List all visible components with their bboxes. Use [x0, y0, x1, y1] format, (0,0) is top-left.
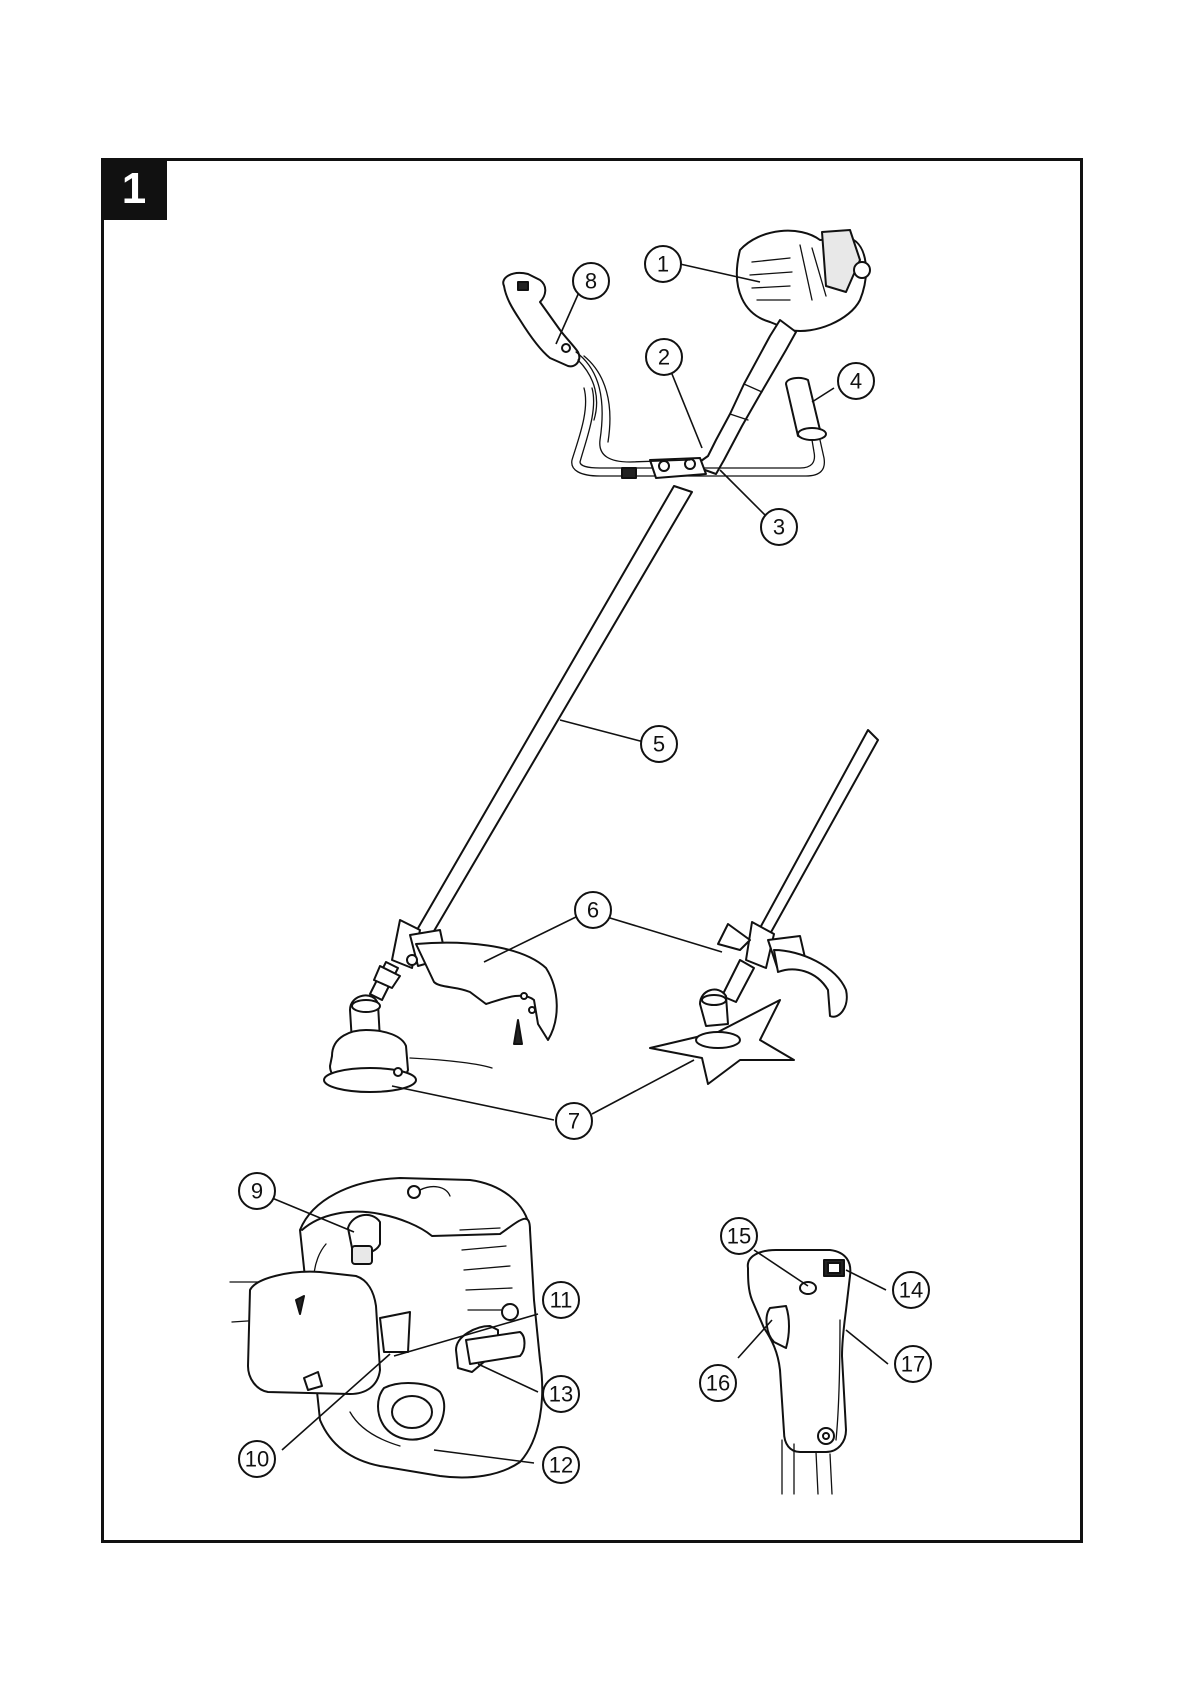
handle-detail-drawing — [748, 1250, 851, 1494]
callout-10-label: 10 — [245, 1447, 269, 1472]
callout-2-label: 2 — [658, 345, 670, 370]
callout-7: 7 — [556, 1103, 592, 1139]
callout-5-label: 5 — [653, 732, 665, 757]
callout-10: 10 — [239, 1441, 275, 1477]
callout-4-label: 4 — [850, 369, 862, 394]
callout-5: 5 — [641, 726, 677, 762]
callout-12-label: 12 — [549, 1453, 573, 1478]
callout-12: 12 — [543, 1447, 579, 1483]
shaft-tube — [410, 486, 692, 948]
callout-15-label: 15 — [727, 1224, 751, 1249]
callout-16: 16 — [700, 1365, 736, 1401]
callout-1-label: 1 — [657, 252, 669, 277]
callout-1: 1 — [645, 246, 681, 282]
callout-13: 13 — [543, 1376, 579, 1412]
callout-16-label: 16 — [706, 1371, 730, 1396]
callout-17: 17 — [895, 1346, 931, 1382]
callout-2: 2 — [646, 339, 682, 375]
callout-9: 9 — [239, 1173, 275, 1209]
callout-3: 3 — [761, 509, 797, 545]
callout-7-label: 7 — [568, 1109, 580, 1134]
blade-head-assembly-drawing — [650, 730, 878, 1084]
trimmer-head-assembly-drawing — [324, 920, 557, 1092]
callout-9-label: 9 — [251, 1179, 263, 1204]
drive-tube-upper — [694, 320, 796, 474]
callout-8-label: 8 — [585, 269, 597, 294]
callout-13-label: 13 — [549, 1382, 573, 1407]
callout-6: 6 — [575, 892, 611, 928]
callout-4: 4 — [838, 363, 874, 399]
callout-11: 11 — [543, 1282, 579, 1318]
callout-14-label: 14 — [899, 1278, 923, 1303]
callout-14: 14 — [893, 1272, 929, 1308]
loop-handle-grip-drawing — [786, 378, 826, 440]
callout-3-label: 3 — [773, 515, 785, 540]
callout-15: 15 — [721, 1218, 757, 1254]
callout-8: 8 — [573, 263, 609, 299]
engine-detail-drawing — [230, 1178, 542, 1477]
callout-11-label: 11 — [550, 1288, 573, 1313]
callout-17-label: 17 — [901, 1352, 925, 1377]
callout-6-label: 6 — [587, 898, 599, 923]
